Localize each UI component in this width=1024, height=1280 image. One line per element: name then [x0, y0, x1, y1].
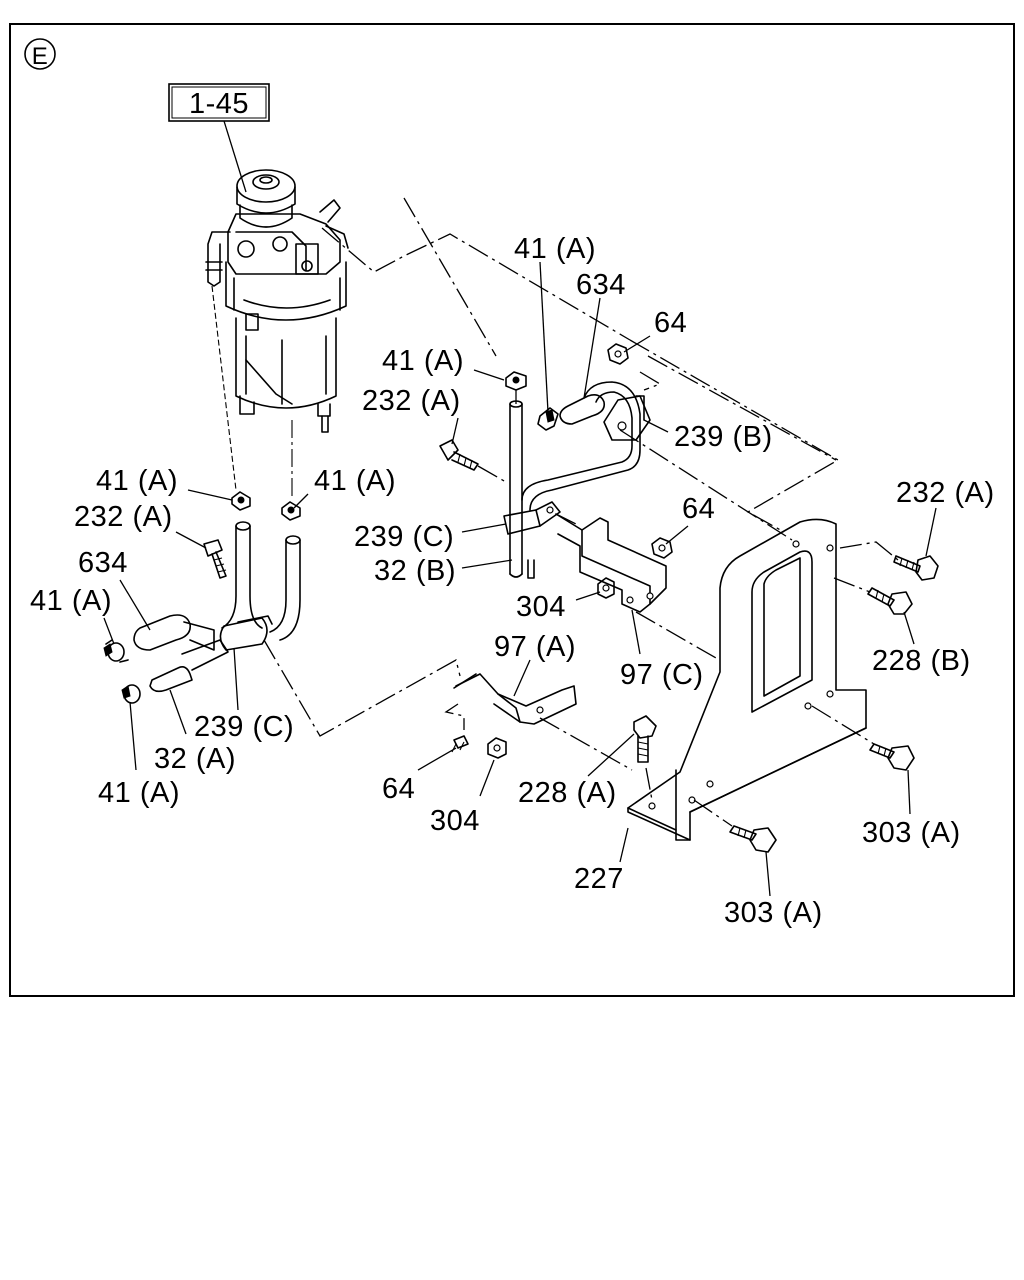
callout-227[interactable]: 227 [574, 863, 624, 895]
leader-lines [103, 261, 937, 897]
callout-304-low[interactable]: 304 [430, 805, 480, 837]
bolt-232a-mid[interactable] [439, 439, 479, 471]
clamp-41a-bottom[interactable] [121, 684, 141, 704]
section-marker-label: E [32, 43, 49, 70]
clamp-41a-pipe-left[interactable] [231, 491, 251, 511]
left-hose-cluster[interactable] [103, 491, 301, 704]
clamp-41a-center-pipe[interactable] [505, 371, 527, 391]
callout-634-left[interactable]: 634 [78, 547, 128, 579]
callout-41a-farleft[interactable]: 41 (A) [30, 585, 112, 617]
callout-32a[interactable]: 32 (A) [154, 743, 236, 775]
callout-232a-mid[interactable]: 232 (A) [362, 385, 461, 417]
callout-97c[interactable]: 97 (C) [620, 659, 704, 691]
section-marker-e: E [24, 38, 56, 70]
callout-303a-bottom[interactable]: 303 (A) [724, 897, 823, 929]
callout-304-mid[interactable]: 304 [516, 591, 566, 623]
callout-41a-center[interactable]: 41 (A) [314, 465, 396, 497]
nut-64-mid[interactable] [651, 537, 673, 559]
nut-64-top[interactable] [607, 343, 629, 365]
reference-box[interactable]: 1-45 [168, 83, 270, 122]
assembly-lines [263, 197, 899, 827]
callout-228a[interactable]: 228 (A) [518, 777, 617, 809]
callout-239c-mid[interactable]: 239 (C) [354, 521, 454, 553]
bolt-303a-bottom[interactable] [729, 825, 777, 853]
callout-41a-left[interactable]: 41 (A) [96, 465, 178, 497]
bracket-97a[interactable] [453, 673, 577, 725]
nut-304-low[interactable] [487, 737, 507, 759]
clamp-41a-pipe-right[interactable] [281, 501, 301, 521]
diagram-frame [9, 23, 1015, 997]
center-pipe-assembly[interactable] [439, 343, 651, 579]
fuel-filter-assembly[interactable] [205, 169, 349, 433]
callout-97a[interactable]: 97 (A) [494, 631, 576, 663]
callout-239b[interactable]: 239 (B) [674, 421, 773, 453]
callout-64-top[interactable]: 64 [654, 307, 687, 339]
callout-239c-low[interactable]: 239 (C) [194, 711, 294, 743]
callout-labels: 41 (A) 634 64 41 (A) 232 (A) 239 (B) 41 … [30, 233, 995, 929]
callout-41a-top[interactable]: 41 (A) [514, 233, 596, 265]
callout-232a-left[interactable]: 232 (A) [74, 501, 173, 533]
bolt-228b[interactable] [867, 587, 913, 615]
nut-304-mid[interactable] [597, 577, 615, 599]
callout-41a-bottom[interactable]: 41 (A) [98, 777, 180, 809]
callout-64-low[interactable]: 64 [382, 773, 415, 805]
callout-232a-right[interactable]: 232 (A) [896, 477, 995, 509]
reference-box-label: 1-45 [189, 88, 249, 120]
callout-634-top[interactable]: 634 [576, 269, 626, 301]
callout-228b[interactable]: 228 (B) [872, 645, 971, 677]
clamp-41a-left[interactable] [103, 639, 129, 663]
bolt-232a-left[interactable] [203, 539, 227, 579]
filter-hoses [211, 285, 293, 500]
main-bracket-227[interactable] [627, 518, 867, 841]
callout-32b[interactable]: 32 (B) [374, 555, 456, 587]
callout-64-mid[interactable]: 64 [682, 493, 715, 525]
bolt-228a[interactable] [633, 715, 657, 763]
callout-41a-mid[interactable]: 41 (A) [382, 345, 464, 377]
clamp-41a-top[interactable] [537, 407, 559, 431]
bolt-232a-right[interactable] [893, 555, 939, 581]
callout-303a-right[interactable]: 303 (A) [862, 817, 961, 849]
bracket-97c[interactable] [555, 513, 667, 613]
reference-leader [223, 120, 247, 193]
bolt-303a-right[interactable] [869, 743, 915, 771]
